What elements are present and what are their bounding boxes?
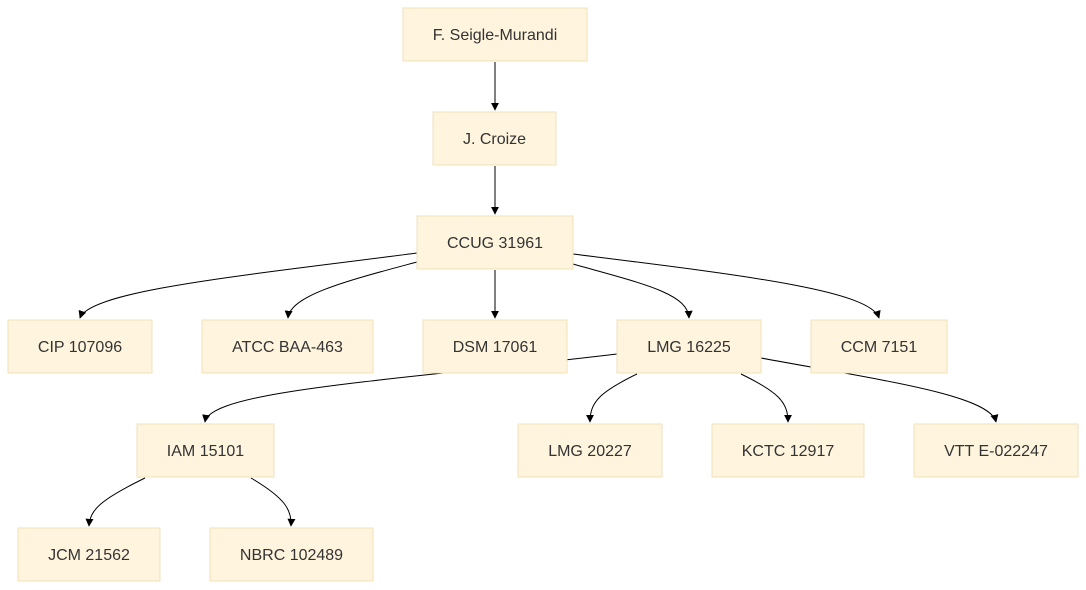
edge-ccug-to-atcc — [284, 261, 418, 319]
node-nbrc: NBRC 102489 — [209, 527, 374, 582]
node-label-vtt: VTT E-022247 — [944, 443, 1048, 460]
edge-iam-to-jcm — [85, 477, 146, 527]
node-box-ccm — [810, 319, 948, 374]
node-dsm: DSM 17061 — [422, 319, 568, 374]
node-box-jcm — [17, 527, 161, 582]
node-label-dsm: DSM 17061 — [453, 339, 538, 356]
node-label-nbrc: NBRC 102489 — [240, 547, 343, 564]
node-box-nbrc — [209, 527, 374, 582]
node-box-iam — [136, 423, 275, 478]
node-box-atcc — [201, 319, 374, 374]
node-label-seigle: F. Seigle-Murandi — [433, 27, 558, 44]
node-label-kctc: KCTC 12917 — [742, 443, 835, 460]
edge-ccug-to-lmg16225 — [572, 263, 693, 319]
node-lmg16225: LMG 16225 — [616, 319, 762, 374]
edge-ccug-to-cip — [78, 252, 418, 319]
node-label-iam: IAM 15101 — [167, 443, 244, 460]
node-label-croize: J. Croize — [463, 131, 526, 148]
node-label-jcm: JCM 21562 — [48, 547, 130, 564]
node-label-atcc: ATCC BAA-463 — [232, 339, 343, 356]
node-iam: IAM 15101 — [136, 423, 275, 478]
edge-iam-to-nbrc — [250, 477, 296, 527]
node-label-lmg16225: LMG 16225 — [647, 339, 731, 356]
node-kctc: KCTC 12917 — [711, 423, 865, 478]
node-box-lmg20227 — [517, 423, 663, 478]
edge-lmg16225-to-vtt — [760, 357, 999, 423]
edges-layer — [78, 62, 999, 527]
node-jcm: JCM 21562 — [17, 527, 161, 582]
node-box-cip — [7, 319, 153, 374]
node-atcc: ATCC BAA-463 — [201, 319, 374, 374]
node-label-ccm: CCM 7151 — [841, 339, 918, 356]
node-box-lmg16225 — [616, 319, 762, 374]
node-lmg20227: LMG 20227 — [517, 423, 663, 478]
edge-lmg16225-to-kctc — [740, 373, 792, 423]
edge-lmg16225-to-lmg20227 — [586, 373, 638, 423]
node-box-ccug — [416, 215, 574, 270]
node-box-vtt — [913, 423, 1079, 478]
node-vtt: VTT E-022247 — [913, 423, 1079, 478]
node-seigle: F. Seigle-Murandi — [402, 7, 588, 62]
node-ccm: CCM 7151 — [810, 319, 948, 374]
node-label-cip: CIP 107096 — [38, 339, 122, 356]
node-label-lmg20227: LMG 20227 — [548, 443, 632, 460]
node-box-dsm — [422, 319, 568, 374]
node-label-ccug: CCUG 31961 — [447, 235, 543, 252]
node-box-kctc — [711, 423, 865, 478]
node-box-croize — [432, 111, 557, 166]
node-cip: CIP 107096 — [7, 319, 153, 374]
node-box-seigle — [402, 7, 588, 62]
node-croize: J. Croize — [432, 111, 557, 166]
edge-ccug-to-ccm — [572, 253, 881, 319]
node-ccug: CCUG 31961 — [416, 215, 574, 270]
